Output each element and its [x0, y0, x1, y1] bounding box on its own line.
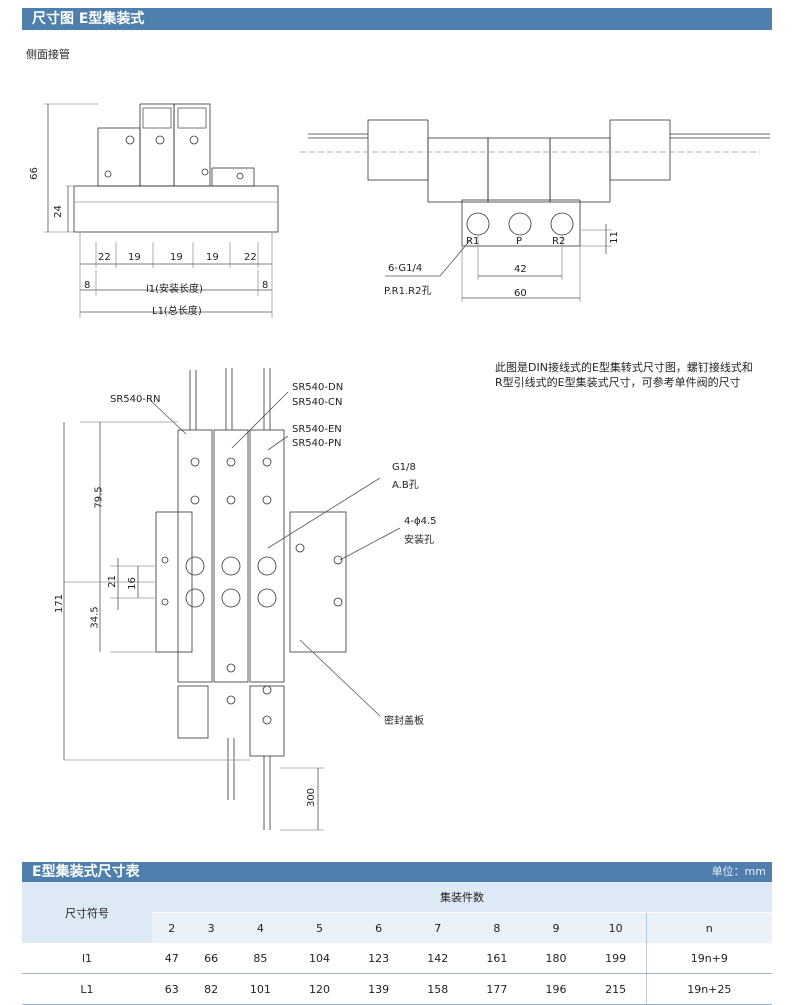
dim-16: 16 — [126, 577, 138, 590]
table-cell: 19n+25 — [645, 973, 772, 1005]
dim-8-left: 8 — [84, 280, 91, 291]
end-view-drawing — [300, 119, 770, 302]
column-header: 10 — [585, 912, 647, 943]
side-view-label: 侧面接管 — [26, 48, 70, 61]
symbol-header: 尺寸符号 — [22, 882, 152, 943]
dim-171: 171 — [54, 593, 66, 614]
table-cell: 123 — [349, 943, 409, 974]
column-header: 6 — [349, 912, 409, 943]
table-row: l1 47 66 85 104 123 142 161 180 199 19n+… — [22, 943, 772, 974]
dim-L1-total: L1(总长度) — [152, 306, 202, 317]
callout-ab-holes: A.B孔 — [392, 480, 419, 491]
row-label: L1 — [22, 973, 152, 1005]
callout-g18: G1/8 — [392, 462, 416, 473]
column-header: 4 — [230, 912, 290, 943]
table-cell: 85 — [230, 943, 290, 974]
table-cell: 196 — [526, 973, 586, 1005]
dim-42: 42 — [514, 264, 527, 275]
table-row: L1 63 82 101 120 139 158 177 196 215 19n… — [22, 973, 772, 1005]
callout-sr540-rn: SR540-RN — [110, 394, 161, 405]
column-header: 3 — [191, 912, 231, 943]
table-cell: 180 — [526, 943, 586, 974]
section-title: 尺寸图 E型集装式 — [32, 11, 145, 27]
column-header: 2 — [152, 912, 192, 943]
table-cell: 47 — [152, 943, 192, 974]
callout-mount-holes: 安装孔 — [404, 535, 434, 546]
dim-60: 60 — [514, 288, 527, 299]
drawing-note: 此图是DIN接线式的E型集转式尺寸图，螺钉接线式和R型引线式的E型集装式尺寸，可… — [495, 361, 753, 389]
dim-11: 11 — [608, 231, 620, 244]
callout-sr540-cn: SR540-CN — [292, 397, 343, 408]
table-cell: 104 — [289, 943, 350, 974]
table-cell: 142 — [408, 943, 468, 974]
port-r1: R1 — [466, 236, 480, 247]
column-header: 8 — [467, 912, 527, 943]
table-cell: 66 — [191, 943, 231, 974]
table-cell: 199 — [585, 943, 647, 974]
dim-21: 21 — [106, 575, 118, 588]
callout-sr540-pn: SR540-PN — [292, 438, 342, 449]
dim-19-3: 19 — [206, 252, 219, 263]
table-cell: 215 — [585, 973, 647, 1005]
section-title-bar: 尺寸图 E型集装式 — [22, 8, 772, 30]
callout-sr540-en: SR540-EN — [292, 424, 342, 435]
dim-300: 300 — [306, 787, 318, 808]
table-cell: 120 — [289, 973, 350, 1005]
dim-66: 66 — [28, 167, 40, 180]
callout-seal-plate: 密封盖板 — [384, 716, 424, 727]
table-cell: 177 — [467, 973, 527, 1005]
dim-22-right: 22 — [244, 252, 257, 263]
dim-l1-install: l1(安装长度) — [146, 284, 203, 295]
table-cell: 63 — [152, 973, 192, 1005]
table-title: E型集装式尺寸表 — [32, 864, 140, 880]
dim-24: 24 — [52, 205, 64, 218]
dim-19-2: 19 — [170, 252, 183, 263]
port-callout-thread: 6-G1/4 — [388, 263, 423, 274]
table-title-bar: E型集装式尺寸表 单位：mm — [22, 862, 772, 882]
dim-22-left: 22 — [98, 252, 111, 263]
dim-8-right: 8 — [262, 280, 269, 291]
table-cell: 101 — [230, 973, 290, 1005]
side-view-drawing — [44, 103, 279, 318]
dimension-table: 尺寸符号 集装件数 2 3 4 5 6 7 8 9 10 n l1 47 66 … — [22, 882, 772, 1005]
column-header: 5 — [289, 912, 350, 943]
port-r2: R2 — [552, 236, 566, 247]
table-cell: 161 — [467, 943, 527, 974]
top-view-drawing — [63, 368, 401, 831]
row-label: l1 — [22, 943, 152, 974]
port-p: P — [516, 236, 523, 247]
column-header: 7 — [408, 912, 468, 943]
dim-19-1: 19 — [128, 252, 141, 263]
table-cell: 19n+9 — [645, 943, 772, 974]
column-header-row: 2 3 4 5 6 7 8 9 10 n — [22, 912, 772, 943]
table-cell: 158 — [408, 973, 468, 1005]
callout-sr540-dn: SR540-DN — [292, 382, 344, 393]
callout-mount-holes-count: 4-ϕ4.5 — [404, 516, 437, 527]
dim-34-5: 34.5 — [89, 606, 101, 629]
port-callout-holes: P.R1.R2孔 — [384, 286, 432, 297]
table-cell: 139 — [349, 973, 409, 1005]
column-header: n — [645, 912, 772, 943]
table-cell: 82 — [191, 973, 231, 1005]
group-header: 集装件数 — [152, 882, 772, 913]
table-unit: 单位：mm — [711, 865, 766, 878]
dim-79-5: 79.5 — [93, 486, 105, 509]
column-header: 9 — [526, 912, 586, 943]
technical-drawing — [44, 103, 770, 831]
